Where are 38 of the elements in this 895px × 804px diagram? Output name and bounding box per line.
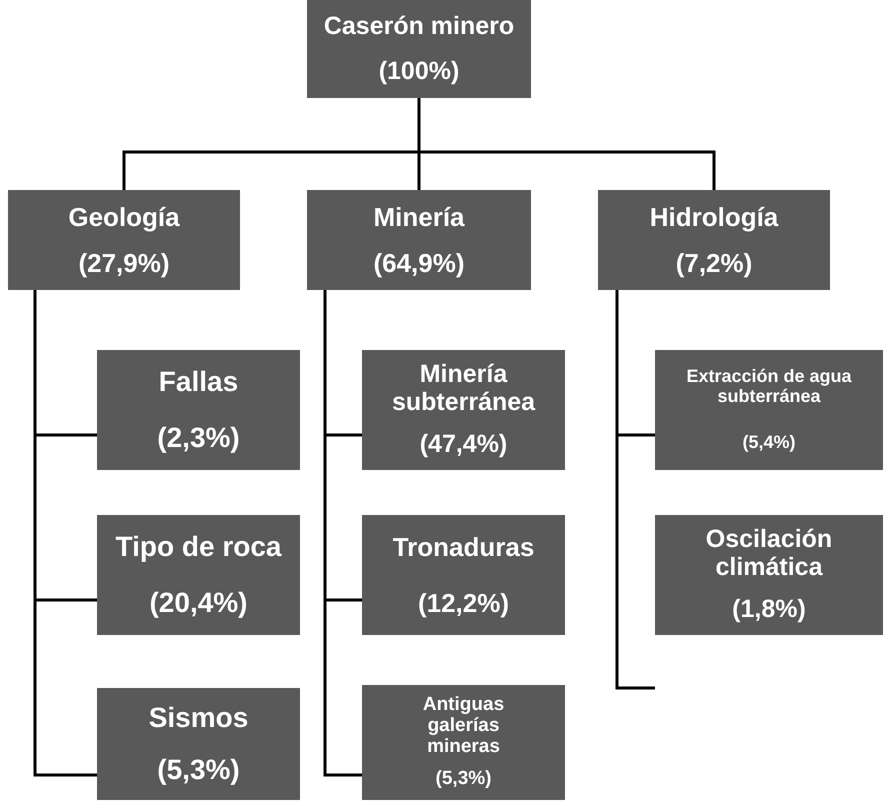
percentage-value: (2,3%) xyxy=(157,422,240,454)
percentage-value: (100%) xyxy=(378,58,460,86)
category-name: Fallas xyxy=(158,366,238,398)
category-name: Caserón minero xyxy=(324,12,514,40)
connector-line xyxy=(616,290,655,690)
connector-line xyxy=(418,98,716,190)
percentage-value: (7,2%) xyxy=(676,248,752,278)
category-name: Sismos xyxy=(148,702,248,734)
percentage-value: (5,3%) xyxy=(157,754,240,786)
percentage-value: (5,3%) xyxy=(436,769,492,790)
percentage-value: (64,9%) xyxy=(373,248,465,278)
category-box xyxy=(97,515,300,635)
category-box xyxy=(307,0,531,98)
category-name: Hidrología xyxy=(650,202,778,232)
percentage-value: (1,8%) xyxy=(732,596,806,624)
category-box xyxy=(362,350,565,470)
category-box xyxy=(97,350,300,470)
percentage-value: (12,2%) xyxy=(418,588,510,618)
percentage-value: (27,9%) xyxy=(78,248,170,278)
category-name: Extracción de agua subterránea xyxy=(685,367,853,407)
category-box xyxy=(97,688,300,800)
category-name: Oscilación climática xyxy=(704,526,834,582)
category-box xyxy=(8,190,240,290)
category-name: Minería xyxy=(373,202,465,232)
category-name: Tipo de roca xyxy=(116,532,282,562)
category-name: Minería subterránea xyxy=(390,361,536,416)
category-box xyxy=(307,190,531,290)
percentage-value: (20,4%) xyxy=(149,588,248,618)
category-name: Tronaduras xyxy=(392,532,534,562)
percentage-value: (47,4%) xyxy=(420,431,508,459)
category-box xyxy=(362,515,565,635)
category-box xyxy=(655,515,883,635)
percentage-value: (5,4%) xyxy=(742,433,796,453)
category-box xyxy=(362,685,565,800)
category-name: Antiguas galerías mineras xyxy=(422,694,506,758)
category-name: Geología xyxy=(68,202,180,232)
category-box xyxy=(655,350,883,470)
category-box xyxy=(598,190,830,290)
